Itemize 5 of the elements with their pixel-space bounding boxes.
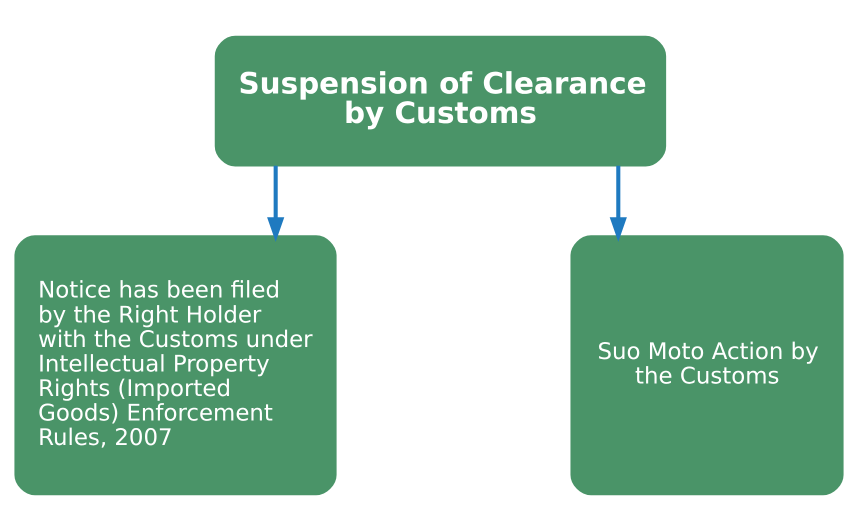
node-box: Suo Moto Action by the Customs	[570, 234, 844, 495]
arrow	[267, 165, 284, 242]
node-box: Suspension of Clearance by Customs	[214, 35, 666, 166]
arrow	[610, 165, 627, 242]
node-box: Notice has been filed by the Right Holder with the Customs under Intellectual Property Rights (Imported Goods) Enforcement Rules, 2007	[14, 234, 337, 495]
